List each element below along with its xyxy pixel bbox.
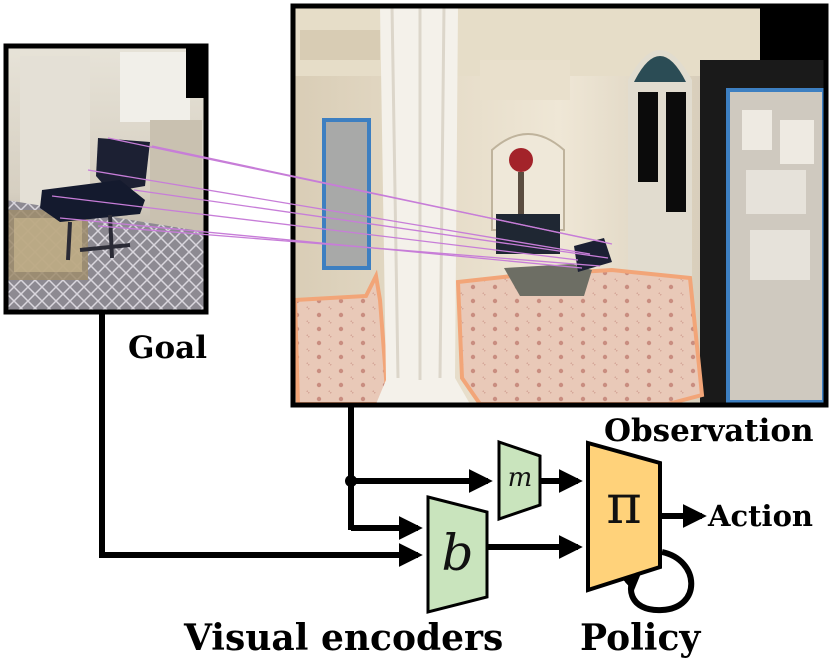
feature-match-lines [51, 137, 613, 269]
policy-recurrence-loop [617, 549, 695, 614]
observation-label: Observation [604, 413, 814, 449]
b-symbol: b [441, 524, 474, 582]
policy-label: Policy [580, 617, 701, 659]
goal-label: Goal [128, 330, 208, 366]
goal-image [3, 43, 209, 315]
connectors [99, 312, 707, 614]
encoder-m [497, 439, 542, 522]
action-label: Action [708, 499, 813, 533]
goal-to-b-arrow [99, 312, 423, 567]
visual-encoders-label: Visual encoders [184, 617, 504, 659]
observation-image [290, 3, 829, 408]
junction-dot [345, 475, 357, 487]
encoder-b [426, 495, 489, 614]
observation-chair [574, 238, 612, 272]
policy-block [586, 440, 662, 593]
m-symbol: m [507, 463, 533, 493]
door-outline-left [322, 118, 371, 270]
column [376, 6, 470, 404]
pi-symbol: π [606, 473, 642, 536]
